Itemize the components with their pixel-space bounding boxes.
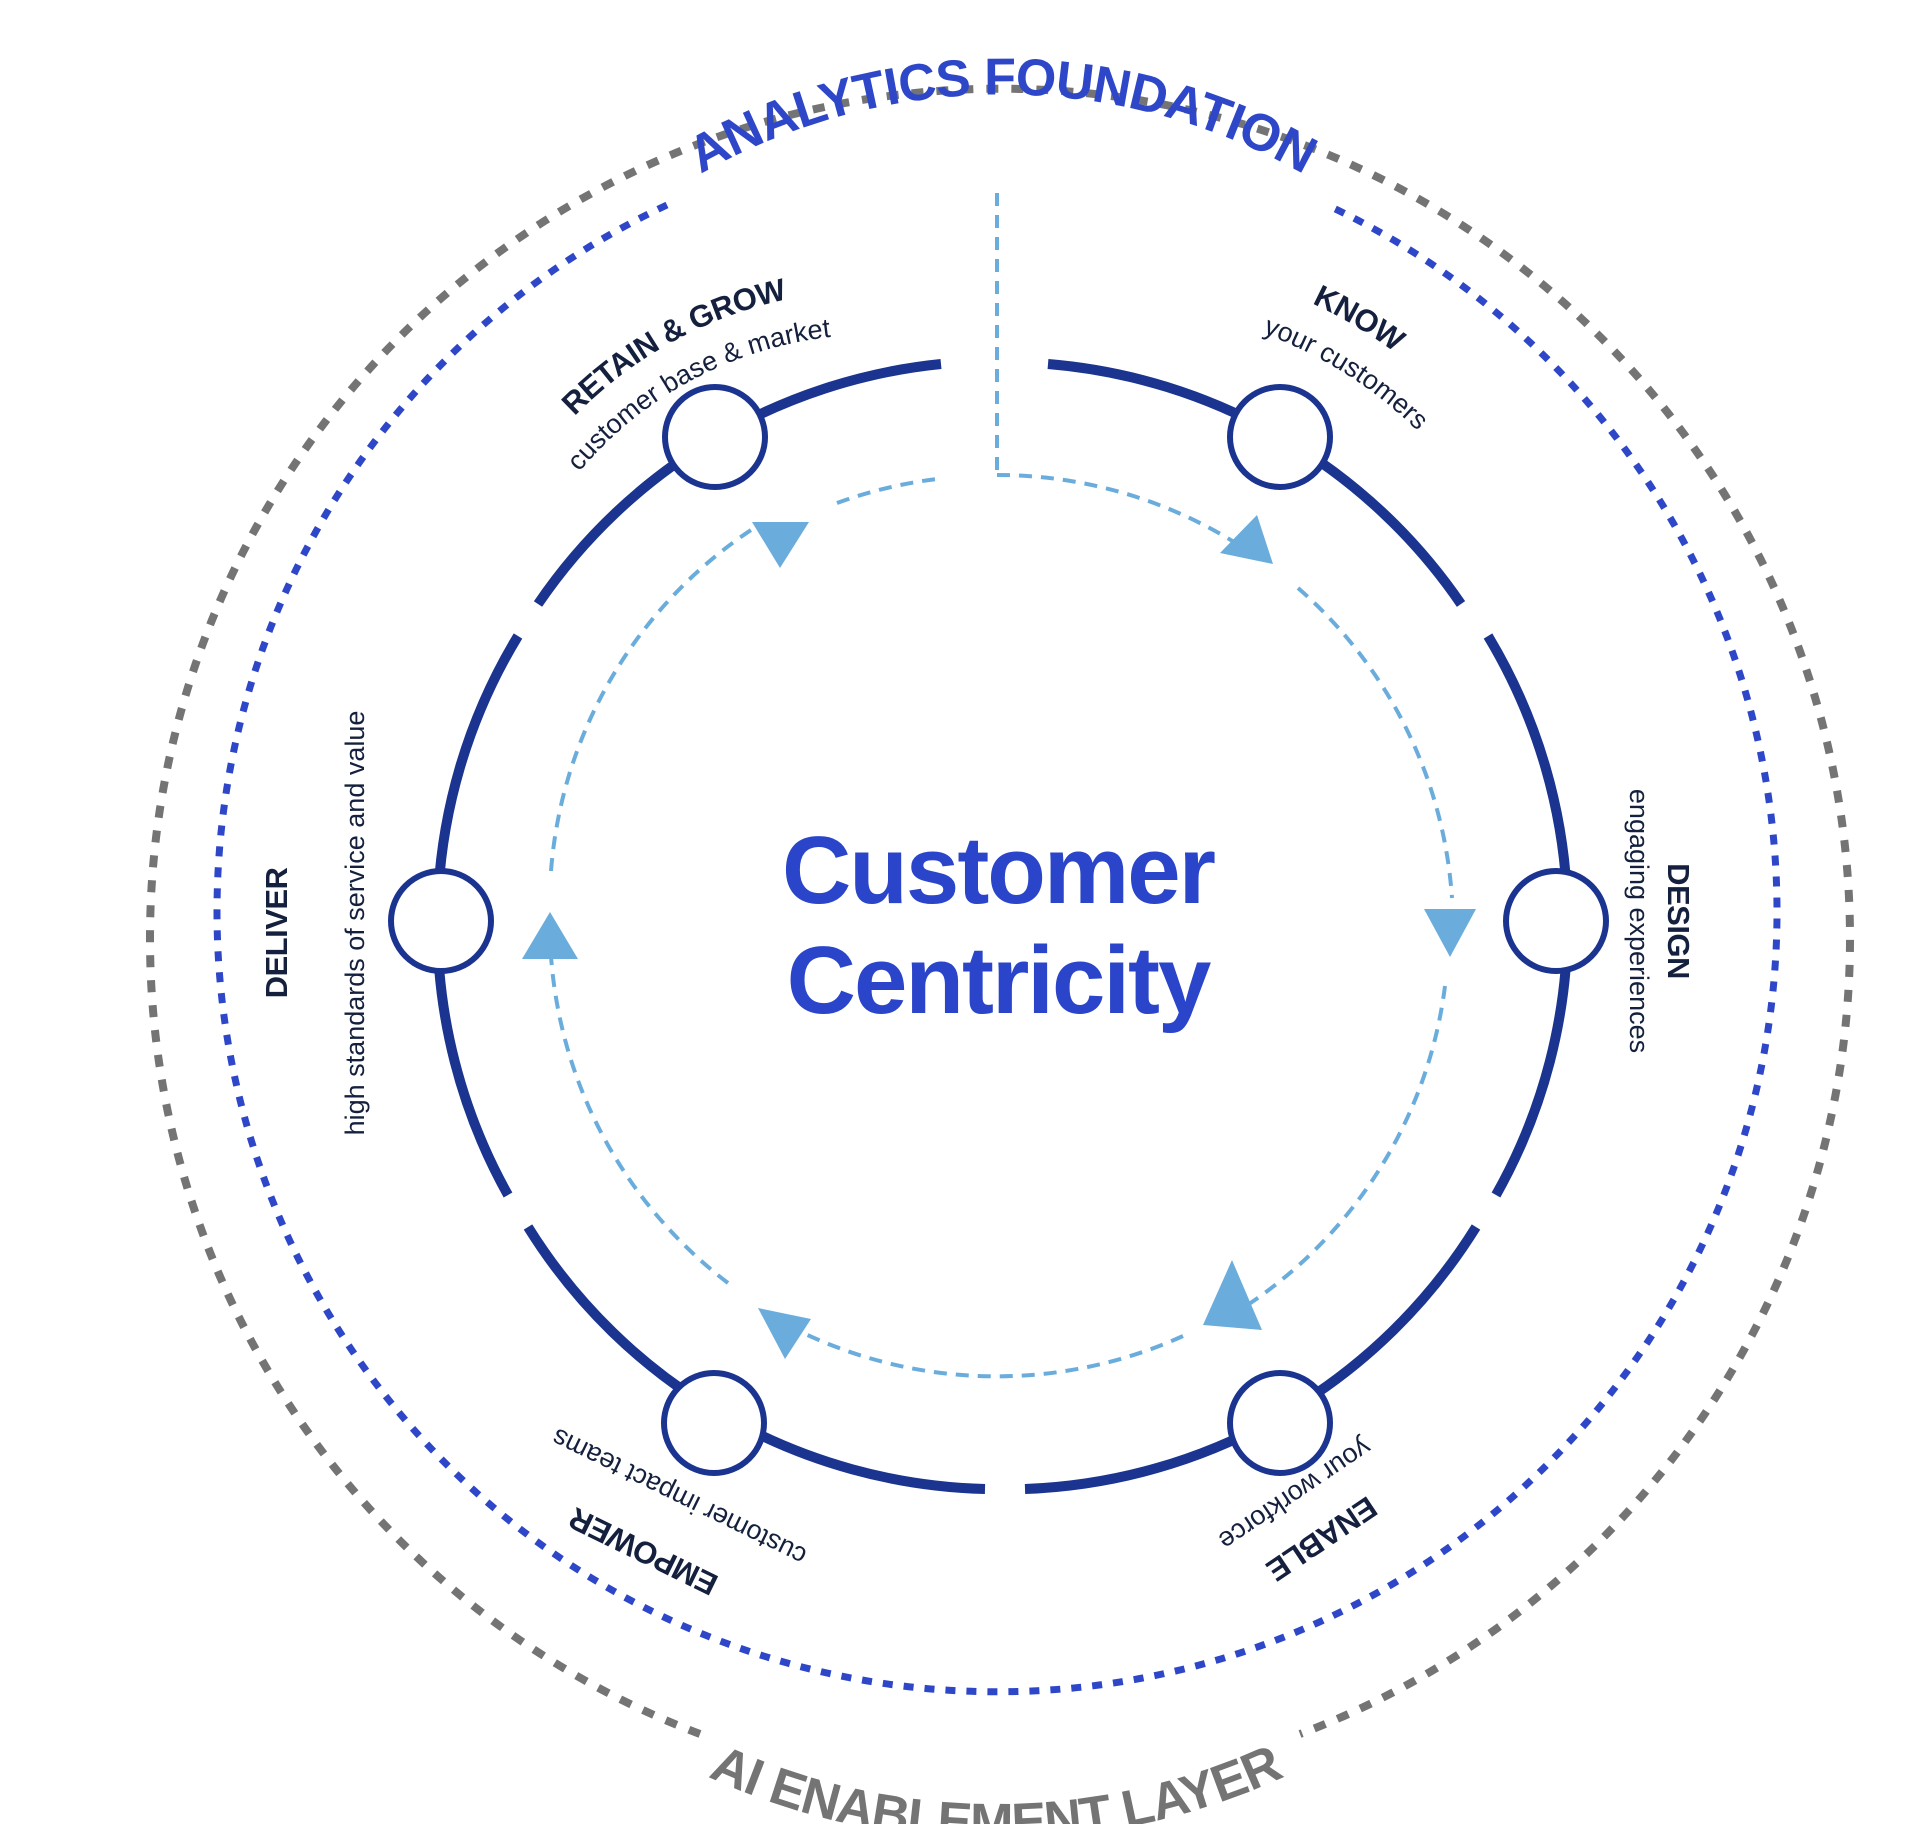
node-empower[interactable] xyxy=(661,1370,767,1476)
flow-arc-deliver xyxy=(549,955,730,1285)
node-retain[interactable] xyxy=(662,384,768,490)
flow-arrows xyxy=(522,515,1476,1359)
arrow-know-icon xyxy=(1220,515,1273,564)
arrow-deliver-icon xyxy=(522,912,578,959)
arrow-enable-icon xyxy=(1203,1260,1262,1330)
node-deliver[interactable] xyxy=(388,868,494,974)
design-subtitle: engaging experiences xyxy=(1624,789,1654,1053)
flow-arc-top-left xyxy=(836,477,938,505)
flow-path xyxy=(549,193,1454,1379)
arrow-empower-icon xyxy=(758,1308,811,1359)
analytics-ring xyxy=(213,201,1781,1696)
outer-ring-arc-top xyxy=(146,84,1854,1738)
node-design[interactable] xyxy=(1503,868,1609,974)
flow-arc-enable xyxy=(1241,985,1447,1310)
flow-arc-retain xyxy=(549,528,753,872)
analytics-ring-label: ANALYTICS FOUNDATION xyxy=(679,48,1325,184)
outer-ring-label: AI ENABLEMENT LAYER xyxy=(703,1734,1290,1824)
center-title-line2: Centricity xyxy=(787,927,1211,1034)
flow-arc-know xyxy=(996,472,1236,544)
node-know[interactable] xyxy=(1227,384,1333,490)
center-title-line1: Customer xyxy=(782,817,1215,924)
flow-arc-design xyxy=(1296,586,1454,899)
arrow-design-icon xyxy=(1424,909,1476,957)
arrow-retain-icon xyxy=(752,522,809,568)
deliver-subtitle: high standards of service and value xyxy=(340,711,370,1136)
analytics-ring-arc xyxy=(213,201,1781,1696)
outer-ring xyxy=(146,84,1854,1738)
stage-nodes xyxy=(388,384,1609,1476)
flow-arc-empower xyxy=(792,1326,1184,1379)
deliver-title: DELIVER xyxy=(259,867,294,998)
node-enable[interactable] xyxy=(1227,1370,1333,1476)
design-title: DESIGN xyxy=(1661,863,1696,979)
